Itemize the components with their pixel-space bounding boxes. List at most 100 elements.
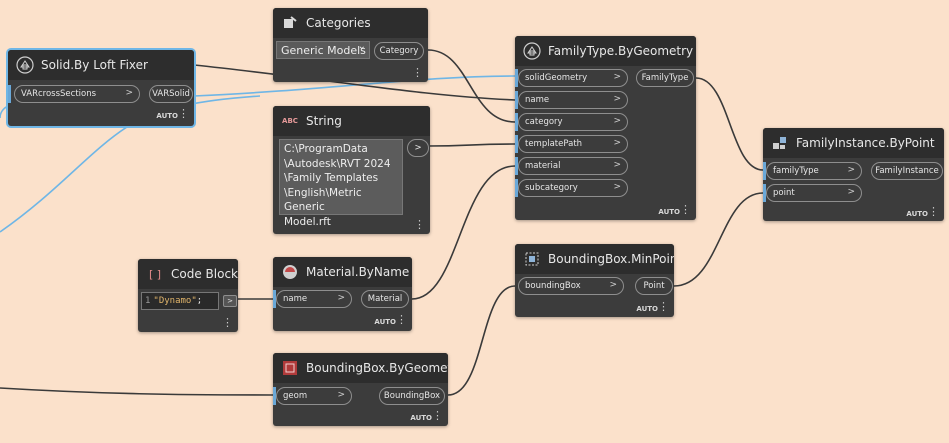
input-indicator: [515, 157, 518, 175]
more-options-icon[interactable]: ⋮: [178, 107, 189, 120]
node-boundingbox-minpoint[interactable]: BoundingBox.MinPoint boundingBox> Point …: [515, 244, 674, 317]
input-port-templatepath[interactable]: templatePath >: [518, 135, 628, 153]
output-port-boundingbox[interactable]: BoundingBox: [379, 387, 445, 405]
port-label: familyType: [773, 166, 819, 176]
port-label: solidGeometry: [525, 73, 588, 83]
node-string[interactable]: ABC String C:\ProgramData \Autodesk\RVT …: [273, 106, 430, 234]
wire-category: [427, 49, 516, 123]
port-label: boundingBox: [525, 281, 581, 291]
string-value-line: C:\ProgramData: [284, 143, 368, 155]
port-label: templatePath: [525, 139, 583, 149]
port-label: >: [227, 297, 233, 305]
port-label: material: [525, 161, 561, 171]
lacing-label: AUTO: [906, 210, 928, 218]
port-label: name: [283, 294, 308, 304]
node-header[interactable]: FamilyInstance.ByPoint: [763, 128, 944, 158]
input-port-familytype[interactable]: familyType >: [766, 162, 862, 180]
input-port-category[interactable]: category>: [518, 113, 628, 131]
chevron-right-icon: >: [337, 390, 345, 400]
node-familyinstance-bypoint[interactable]: FamilyInstance.ByPoint familyType > point…: [763, 128, 944, 221]
chevron-right-icon: >: [613, 116, 621, 126]
input-port-solidgeometry[interactable]: solidGeometry >: [518, 69, 628, 87]
port-label: subcategory: [525, 183, 578, 193]
port-label: FamilyInstance: [875, 166, 939, 176]
chevron-right-icon: >: [613, 72, 621, 82]
node-title: Material.ByName: [306, 265, 410, 279]
input-indicator: [515, 69, 518, 87]
input-port-varcrosssections[interactable]: VARcrossSections >: [14, 85, 140, 103]
port-label: Material: [367, 294, 403, 304]
port-label: Point: [643, 281, 665, 291]
code-block-icon: [ ]: [148, 267, 162, 281]
output-port-varsolid[interactable]: VARSolid: [149, 85, 193, 103]
output-port-familytype[interactable]: FamilyType: [636, 69, 694, 87]
node-boundingbox-bygeometry[interactable]: BoundingBox.ByGeometry geom > BoundingBox…: [273, 353, 448, 426]
wire-boundingbox: [447, 285, 516, 396]
material-icon: [281, 263, 299, 281]
string-value-box[interactable]: C:\ProgramData \Autodesk\RVT 2024 \Famil…: [279, 139, 403, 228]
node-familytype-bygeometry[interactable]: FamilyType.ByGeometry solidGeometry > nam…: [515, 36, 696, 220]
output-port-string[interactable]: >: [407, 139, 429, 157]
output-port-category[interactable]: Category: [374, 42, 424, 60]
node-title: FamilyInstance.ByPoint: [796, 136, 935, 150]
input-port-name[interactable]: name>: [276, 290, 352, 308]
output-port-material[interactable]: Material: [361, 290, 409, 308]
lacing-label: AUTO: [636, 305, 658, 313]
port-label: geom: [283, 391, 308, 401]
more-options-icon[interactable]: ⋮: [658, 300, 669, 313]
category-dropdown[interactable]: Generic Models ⌄: [276, 41, 370, 59]
family-instance-icon: [771, 134, 789, 152]
more-options-icon[interactable]: ⋮: [222, 316, 233, 329]
input-port-name[interactable]: name>: [518, 91, 628, 109]
lacing-label: AUTO: [156, 112, 178, 120]
wire-templatepath: [427, 143, 516, 147]
chevron-right-icon: >: [613, 160, 621, 170]
node-header[interactable]: BoundingBox.MinPoint: [515, 244, 674, 274]
more-options-icon[interactable]: ⋮: [414, 218, 425, 231]
more-options-icon[interactable]: ⋮: [928, 205, 939, 218]
input-port-geom[interactable]: geom >: [276, 387, 352, 405]
port-label: VARcrossSections: [21, 89, 97, 99]
wire-selected-left: [0, 105, 9, 119]
input-indicator: [273, 290, 276, 308]
lacing-label: AUTO: [410, 414, 432, 422]
more-options-icon[interactable]: ⋮: [432, 409, 443, 422]
node-header[interactable]: FamilyType.ByGeometry: [515, 36, 696, 66]
input-port-boundingbox[interactable]: boundingBox>: [518, 277, 624, 295]
node-title: Code Block: [171, 267, 238, 281]
node-title: String: [306, 114, 342, 128]
input-port-material[interactable]: material >: [518, 157, 628, 175]
node-categories[interactable]: Categories Generic Models ⌄ Category ⋮: [273, 8, 428, 82]
string-value-line: \Autodesk\RVT 2024: [284, 157, 391, 170]
more-options-icon[interactable]: ⋮: [680, 203, 691, 216]
wire-geom: [0, 387, 274, 396]
input-port-subcategory[interactable]: subcategory>: [518, 179, 628, 197]
node-header[interactable]: BoundingBox.ByGeometry: [273, 353, 448, 383]
lacing-label: AUTO: [374, 318, 396, 326]
chevron-right-icon: >: [847, 165, 855, 175]
node-icon: [523, 42, 541, 60]
input-indicator: [515, 179, 518, 197]
output-port-point[interactable]: Point: [635, 277, 673, 295]
chevron-right-icon: >: [125, 88, 133, 98]
more-options-icon[interactable]: ⋮: [396, 313, 407, 326]
output-port-code[interactable]: >: [223, 295, 237, 307]
node-material-byname[interactable]: Material.ByName name> Material AUTO ⋮: [273, 257, 412, 331]
dropdown-value: Generic Models: [281, 43, 366, 57]
node-header[interactable]: [ ] Code Block: [138, 259, 238, 289]
node-solid-by-loft-fixer[interactable]: Solid.By Loft Fixer VARcrossSections > VA…: [8, 50, 194, 126]
node-header[interactable]: Categories: [273, 8, 428, 38]
node-header[interactable]: ABC String: [273, 106, 430, 136]
input-indicator: [515, 135, 518, 153]
node-title: Solid.By Loft Fixer: [41, 58, 148, 72]
node-title: BoundingBox.ByGeometry: [306, 361, 448, 375]
code-editor[interactable]: 1 "Dynamo" ;: [141, 292, 219, 310]
output-port-familyinstance[interactable]: FamilyInstance: [871, 162, 943, 180]
string-value-line: \English\Metric Generic: [284, 186, 362, 214]
node-code-block[interactable]: [ ] Code Block 1 "Dynamo" ; > ⋮: [138, 259, 238, 332]
input-port-point[interactable]: point>: [766, 184, 862, 202]
chevron-right-icon: >: [613, 138, 621, 148]
more-options-icon[interactable]: ⋮: [412, 66, 423, 79]
node-header[interactable]: Solid.By Loft Fixer: [8, 50, 194, 80]
node-header[interactable]: Material.ByName: [273, 257, 412, 287]
